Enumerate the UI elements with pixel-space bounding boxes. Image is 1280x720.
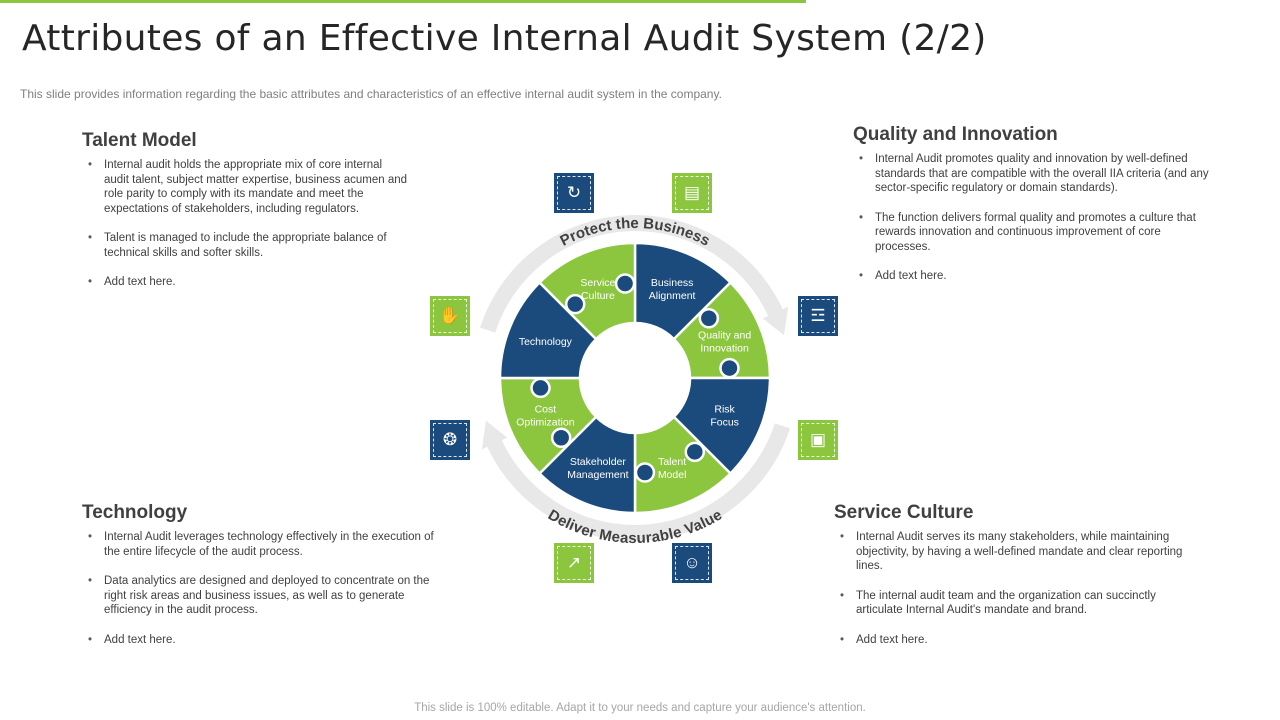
bullet-item: Add text here. [853,269,1213,284]
puzzle-knob [719,357,740,379]
bullet-item: Internal audit holds the appropriate mix… [82,158,407,216]
section-heading: Service Culture [834,502,974,523]
puzzle-piece [537,241,637,341]
bar-chart-growth-icon: ↗ [566,553,582,572]
icon-tile: ❂ [430,420,470,460]
slide-subtitle: This slide provides information regardin… [20,87,722,101]
cycle-arrow-arc [483,423,791,541]
bullet-item: Internal Audit leverages technology effe… [82,530,442,559]
talent-model-section: Talent Model Internal audit holds the ap… [82,130,407,305]
presentation-board-icon: ▤ [683,183,701,202]
icon-tile: ▣ [798,420,838,460]
icon-tile: ☺ [672,543,712,583]
bullet-item: The internal audit team and the organiza… [834,589,1204,618]
section-heading: Technology [82,502,188,523]
stakeholder-team-icon: ☺ [683,553,701,572]
puzzle-knob [614,273,636,294]
bullet-item: Add text here. [82,275,407,290]
cycle-arrow-head [762,306,789,336]
puzzle-knob [564,293,586,315]
puzzle-knob [530,377,551,399]
puzzle-piece-label: Technology [519,336,573,348]
risk-person-icon: ☲ [810,306,826,325]
section-heading: Talent Model [82,130,197,151]
puzzle-knob [684,441,706,463]
icon-tile: ☲ [798,296,838,336]
bullet-item: Add text here. [82,633,442,648]
top-accent-bar [0,0,806,3]
icon-tile: ✋ [430,296,470,336]
puzzle-knob [698,307,720,329]
cycle-arrow-head [481,420,508,450]
bullet-item: Talent is managed to include the appropr… [82,231,407,260]
technology-section: Technology Internal Audit leverages tech… [82,502,442,662]
icon-tile: ↻ [554,173,594,213]
innovation-bulb-icon: ❂ [442,430,458,449]
footer-note: This slide is 100% editable. Adapt it to… [414,702,866,714]
puzzle-knob [634,462,656,483]
puzzle-knob [550,427,572,449]
service-culture-section: Service Culture Internal Audit serves it… [834,502,1204,662]
business-alignment-icon: ↻ [566,183,582,202]
bullet-item: Data analytics are designed and deployed… [82,574,442,618]
icon-tile: ▤ [672,173,712,213]
service-hand-icon: ✋ [439,306,461,325]
bullet-item: Internal Audit serves its many stakehold… [834,530,1204,574]
icon-tile: ↗ [554,543,594,583]
bullet-item: Internal Audit promotes quality and inno… [853,152,1213,196]
quality-innovation-section: Quality and Innovation Internal Audit pr… [853,124,1213,299]
bullet-item: Add text here. [834,633,1204,648]
cycle-arrow-arc [479,215,787,333]
slide-title: Attributes of an Effective Internal Audi… [22,18,987,59]
section-heading: Quality and Innovation [853,124,1058,145]
bullet-item: The function delivers formal quality and… [853,211,1213,255]
package-box-icon: ▣ [809,430,827,449]
